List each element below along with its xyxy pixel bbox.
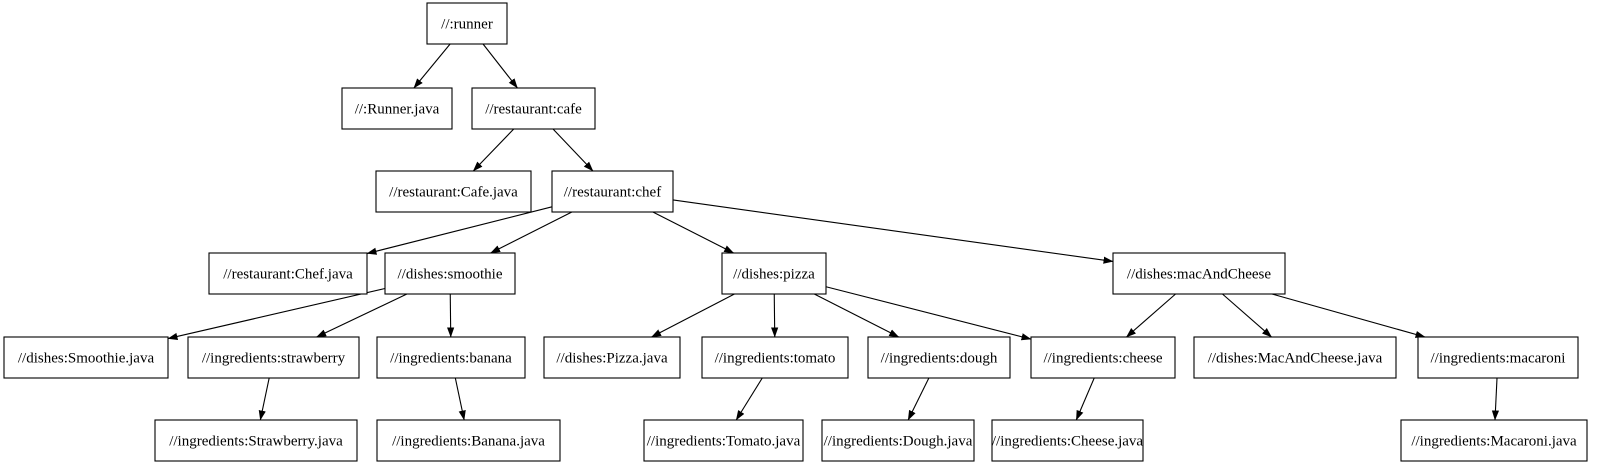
graph-node-label: //ingredients:Dough.java [824,434,973,450]
graph-node-box [1030,336,1176,379]
graph-node-dough_java: //ingredients:Dough.java [821,419,975,462]
graph-node-strawberry_java: //ingredients:Strawberry.java [154,419,358,462]
graph-node-strawberry: //ingredients:strawberry [187,336,360,379]
graph-edge-macaroni-macaroni_java [1491,377,1500,421]
graph-node-label: //dishes:MacAndCheese.java [1208,351,1383,367]
graph-node-label: //:Runner.java [355,102,440,118]
graph-node-cheese: //ingredients:cheese [1030,336,1176,379]
graph-node-label: //ingredients:dough [881,351,998,367]
graph-node-box [154,419,358,462]
graph-node-label: //restaurant:Chef.java [223,267,353,283]
graph-edge-cheese-cheese_java [1075,377,1095,421]
graph-node-box [551,170,674,213]
graph-node-smoothie_java: //dishes:Smoothie.java [3,336,169,379]
graph-node-box [471,87,596,130]
graph-node-label: //:runner [441,17,493,33]
graph-node-label: //ingredients:Cheese.java [992,434,1144,450]
graph-node-box [701,336,849,379]
graph-node-box [426,2,508,45]
graph-node-label: //ingredients:strawberry [202,351,346,367]
graph-node-box [721,252,827,295]
graph-node-box [376,336,526,379]
graph-edge-chef-smoothie [490,211,573,254]
graph-node-label: //dishes:Smoothie.java [18,351,155,367]
graph-edge-mac_and_cheese-macaroni [1271,293,1426,338]
graph-edges [167,43,1500,421]
graph-node-cafe_java: //restaurant:Cafe.java [375,170,532,213]
graph-edge-pizza-tomato [771,293,779,338]
graph-node-label: //ingredients:Tomato.java [647,434,801,450]
graph-node-tomato: //ingredients:tomato [701,336,849,379]
graph-node-dough: //ingredients:dough [867,336,1011,379]
graph-node-box [341,87,453,130]
graph-node-label: //restaurant:chef [564,185,661,201]
graph-node-pizza_java: //dishes:Pizza.java [543,336,681,379]
graph-edge-runner-cafe [482,43,518,89]
graph-node-label: //dishes:Pizza.java [556,351,668,367]
graph-node-box [375,170,532,213]
graph-node-box [543,336,681,379]
graph-node-box [1400,419,1588,462]
graph-node-chef: //restaurant:chef [551,170,674,213]
graph-node-label: //ingredients:tomato [715,351,836,367]
graph-node-label: //ingredients:Strawberry.java [169,434,343,450]
graph-node-smoothie: //dishes:smoothie [384,252,516,295]
graph-node-label: //dishes:pizza [733,267,815,283]
graph-node-box [187,336,360,379]
graph-edge-tomato-tomato_java [735,377,763,421]
graph-node-label: //restaurant:cafe [485,102,582,118]
graph-node-macaroni_java: //ingredients:Macaroni.java [1400,419,1588,462]
graph-node-box [384,252,516,295]
graph-edge-pizza-pizza_java [651,293,735,338]
graph-node-mac_and_cheese_java: //dishes:MacAndCheese.java [1193,336,1397,379]
graph-node-tomato_java: //ingredients:Tomato.java [643,419,804,462]
graph-node-chef_java: //restaurant:Chef.java [208,252,368,295]
graph-edge-strawberry-strawberry_java [258,377,270,421]
graph-node-label: //restaurant:Cafe.java [389,185,518,201]
graph-edge-smoothie-banana [447,293,455,338]
graph-edge-smoothie-smoothie_java [167,287,386,340]
graph-node-box [821,419,975,462]
graph-node-box [643,419,804,462]
graph-node-label: //ingredients:cheese [1043,351,1162,367]
graph-node-cheese_java: //ingredients:Cheese.java [991,419,1144,462]
graph-edge-runner-runner_java [413,43,451,89]
graph-node-runner: //:runner [426,2,508,45]
graph-node-label: //ingredients:Banana.java [392,434,545,450]
graph-node-pizza: //dishes:pizza [721,252,827,295]
graph-edge-smoothie-strawberry [316,293,408,338]
graph-node-macaroni: //ingredients:macaroni [1417,336,1579,379]
graph-edge-chef-chef_java [366,206,553,255]
graph-node-label: //ingredients:Macaroni.java [1411,434,1577,450]
graph-edge-mac_and_cheese-mac_and_cheese_java [1222,293,1272,338]
graph-nodes: //:runner //:Runner.java //restaurant:cafe… [3,2,1588,462]
graph-edge-pizza-cheese [825,286,1032,341]
graph-node-box [1193,336,1397,379]
graph-node-label: //ingredients:banana [390,351,512,367]
graph-node-banana: //ingredients:banana [376,336,526,379]
graph-node-box [3,336,169,379]
graph-edge-banana-banana_java [454,377,466,421]
graph-edge-pizza-dough [814,293,900,338]
graph-node-label: //ingredients:macaroni [1431,351,1566,367]
graph-node-label: //dishes:smoothie [398,267,503,283]
graph-edge-cafe-chef [552,128,594,172]
graph-node-cafe: //restaurant:cafe [471,87,596,130]
graph-edge-chef-pizza [652,211,735,254]
graph-node-box [208,252,368,295]
graph-node-box [867,336,1011,379]
graph-node-box [1112,252,1286,295]
graph-node-runner_java: //:Runner.java [341,87,453,130]
graph-node-box [376,419,561,462]
graph-node-mac_and_cheese: //dishes:macAndCheese [1112,252,1286,295]
graph-node-box [1417,336,1579,379]
graph-edge-cafe-cafe_java [472,128,515,172]
graph-node-box [991,419,1144,462]
graph-node-label: //dishes:macAndCheese [1127,267,1271,283]
graph-edge-chef-mac_and_cheese [672,199,1114,264]
graph-node-banana_java: //ingredients:Banana.java [376,419,561,462]
graph-edge-dough-dough_java [907,377,930,421]
graph-edge-mac_and_cheese-cheese [1126,293,1176,338]
